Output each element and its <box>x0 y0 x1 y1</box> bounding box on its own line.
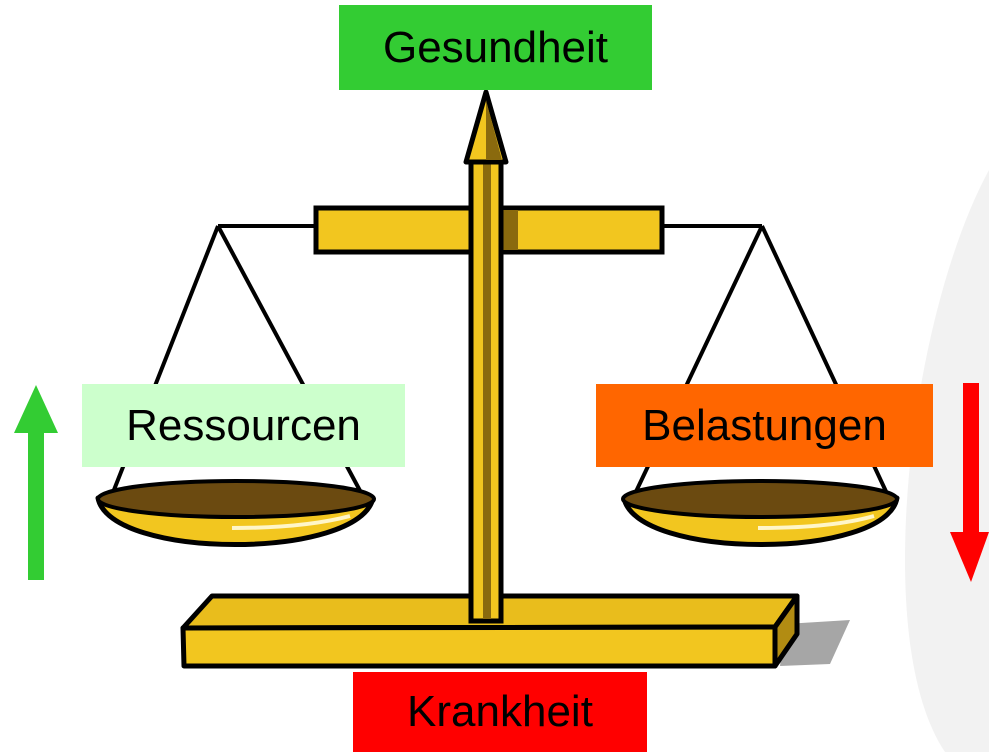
scale-base <box>180 593 800 669</box>
pointer-tip <box>463 89 509 165</box>
label-belastungen: Belastungen <box>596 384 933 467</box>
arrow-down-icon <box>950 383 989 582</box>
right-pan <box>621 479 900 547</box>
background-arc <box>905 170 989 752</box>
label-krankheit-text: Krankheit <box>407 687 593 736</box>
arrow-up-icon <box>14 385 58 580</box>
label-krankheit: Krankheit <box>353 672 647 752</box>
central-pillar <box>468 155 504 624</box>
label-ressourcen-text: Ressourcen <box>126 400 361 450</box>
label-belastungen-text: Belastungen <box>642 400 887 450</box>
label-gesundheit-text: Gesundheit <box>382 22 609 72</box>
label-gesundheit: Gesundheit <box>339 5 652 90</box>
left-pan <box>95 479 376 547</box>
label-ressourcen: Ressourcen <box>82 384 405 467</box>
